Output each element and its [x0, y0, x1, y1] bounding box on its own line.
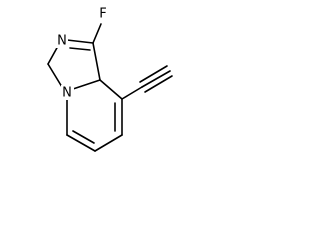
nitrogen-label-bridge: N	[62, 86, 72, 101]
imidazole-ring	[47, 39, 101, 90]
bond-c6-c5-double	[72, 130, 95, 144]
bond-c1-n2	[66, 39, 94, 44]
chemical-structure-diagram: F N N	[47, 6, 173, 152]
bond-n4-c8a	[72, 79, 101, 90]
bond-n2-c3	[47, 45, 59, 65]
alkyne-triple-bond	[139, 65, 173, 93]
fluorine-label: F	[99, 7, 106, 22]
pyridine-ring	[66, 79, 123, 152]
atom-labels: F N N	[55, 6, 110, 101]
bond-c6-c5	[66, 134, 96, 152]
bond-c8-alkyne-carbon	[121, 86, 143, 100]
nitrogen-label-top: N	[57, 34, 67, 49]
bond-c7-c6	[94, 134, 123, 152]
bond-c8a-c8	[99, 79, 123, 100]
bond-c1-n2-double	[69, 47, 91, 51]
substituents	[92, 23, 173, 100]
bond-c3-n4	[47, 63, 63, 88]
bond-c8a-c1	[92, 42, 101, 81]
bond-c1-f	[92, 23, 102, 44]
